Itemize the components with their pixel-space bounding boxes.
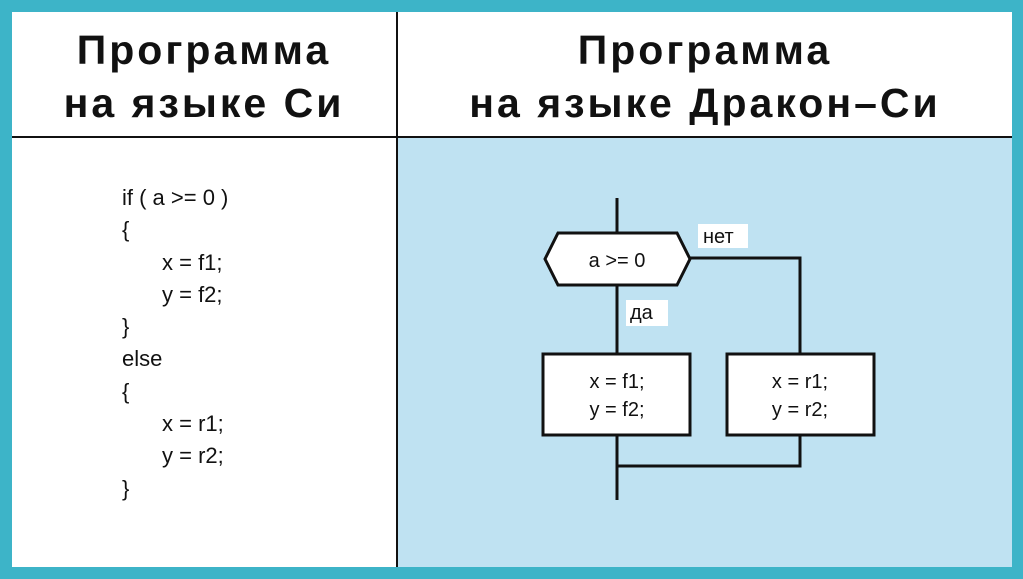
c-code-listing: if ( a >= 0 ) { x = f1; y = f2;} else { x = r1… <box>122 182 228 505</box>
no-label: нет <box>703 226 734 248</box>
no-box-line2: y = r2; <box>772 399 828 421</box>
no-box-line1: x = r1; <box>772 371 828 393</box>
merge-line <box>617 436 802 468</box>
yes-label: да <box>630 302 654 324</box>
yes-box-line2: y = f2; <box>589 399 644 421</box>
condition-hexagon <box>543 231 692 287</box>
code-line: { <box>122 217 130 243</box>
code-line: { <box>122 378 130 404</box>
header-drakon-line2: на языке Дракон–Си <box>469 80 941 126</box>
condition-text: a >= 0 <box>589 250 646 272</box>
no-label-bg <box>698 224 748 248</box>
header-c: Программа на языке Си <box>12 24 396 130</box>
code-line: x = r1; <box>162 411 224 437</box>
no-branch-line <box>690 256 802 353</box>
code-line: y = r2; <box>162 443 224 469</box>
yes-box-line1: x = f1; <box>589 371 644 393</box>
code-line: } <box>122 475 130 501</box>
no-action-box <box>725 352 876 437</box>
code-line: y = f2; <box>162 281 223 307</box>
code-line: x = f1; <box>162 249 223 275</box>
column-divider <box>396 12 398 567</box>
header-divider <box>12 136 1012 138</box>
drakon-panel <box>398 138 1012 567</box>
header-c-line2: на языке Си <box>63 80 345 126</box>
code-line: } <box>122 314 130 340</box>
header-c-line1: Программа <box>76 27 332 73</box>
header-drakon-line1: Программа <box>577 27 833 73</box>
header-drakon: Программа на языке Дракон–Си <box>398 24 1012 130</box>
code-line: else <box>122 346 163 372</box>
comparison-table: Программа на языке Си Программа на языке… <box>12 12 1012 567</box>
code-line: if ( a >= 0 ) <box>122 185 229 210</box>
yes-label-bg <box>626 300 668 326</box>
yes-action-box <box>541 352 692 437</box>
